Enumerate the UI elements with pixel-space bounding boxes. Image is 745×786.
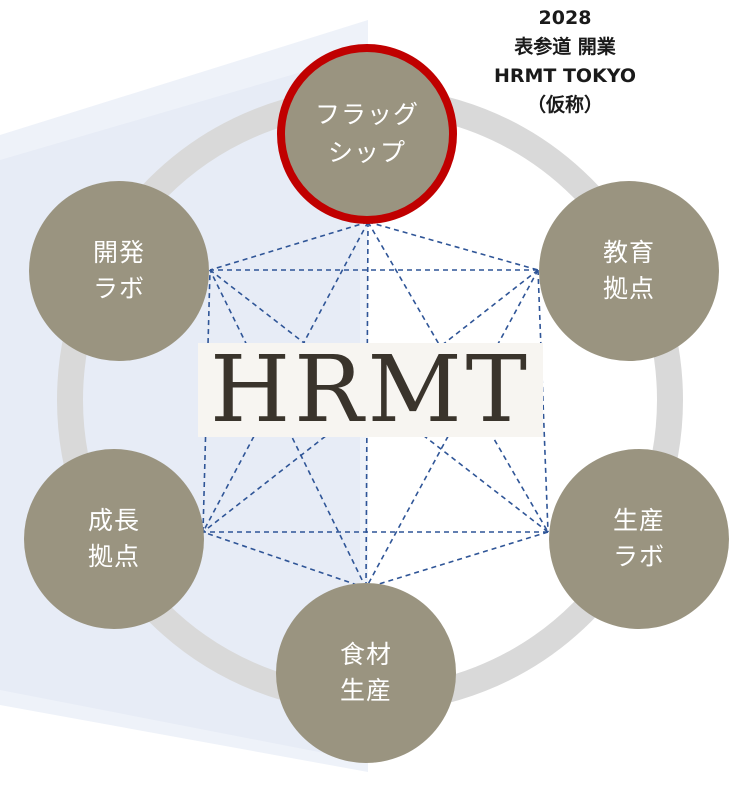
hrmt-logo: HRMT	[198, 343, 543, 437]
connector-line	[367, 221, 549, 533]
connector-line	[209, 221, 369, 271]
node-education: 教育 拠点	[539, 181, 719, 361]
node-production-lab: 生産 ラボ	[549, 449, 729, 629]
connector-line	[365, 531, 549, 589]
node-food-production: 食材 生産	[276, 583, 456, 763]
node-flagship-label: フラッグ シップ	[314, 100, 419, 167]
node-growth: 成長 拠点	[24, 449, 204, 629]
connector-line	[202, 269, 539, 533]
connector-line	[202, 531, 367, 589]
node-growth-label: 成長 拠点	[87, 506, 140, 571]
connector-line	[537, 269, 549, 533]
node-production-lab-label: 生産 ラボ	[612, 506, 665, 571]
node-development: 開発 ラボ	[29, 181, 209, 361]
announcement-name: HRMT TOKYO	[493, 65, 637, 87]
announcement-location: 表参道 開業	[514, 36, 616, 58]
announcement-year: 2028	[538, 7, 592, 29]
connector-line	[202, 269, 211, 533]
node-food-production-label: 食材 生産	[339, 640, 392, 705]
opening-announcement: 2028 表参道 開業 HRMT TOKYO （仮称）	[460, 4, 670, 120]
node-flagship: フラッグ シップ	[277, 44, 457, 224]
node-education-label: 教育 拠点	[602, 238, 655, 303]
node-development-label: 開発 ラボ	[92, 238, 145, 303]
connector-line	[367, 221, 539, 271]
announcement-note: （仮称）	[526, 94, 603, 116]
logo-text: HRMT	[209, 336, 532, 443]
